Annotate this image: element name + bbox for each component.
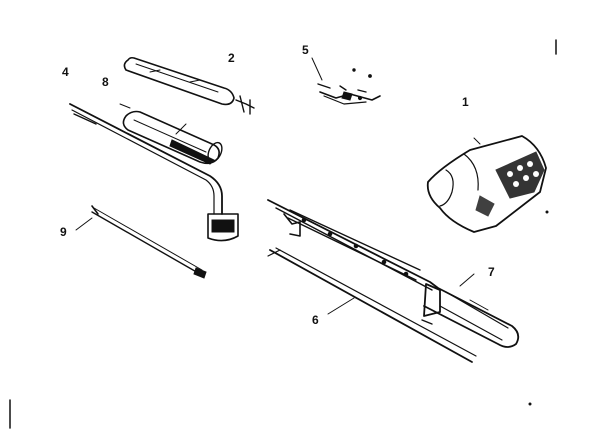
part-2-handle-sleeve [123, 56, 255, 115]
speck-bottom-right [528, 402, 532, 406]
callout-4: 4 [62, 65, 69, 79]
callout-2: 2 [228, 51, 235, 65]
part-5-hardware-cluster [311, 57, 381, 105]
callout-7: 7 [488, 265, 495, 279]
part-4-l-rod [69, 103, 239, 242]
part-7-handle-assembly [267, 199, 520, 348]
part-9-thin-rod [75, 205, 207, 279]
callout-8: 8 [102, 75, 109, 89]
callout-5: 5 [302, 43, 309, 57]
part-1-parts-pouch [426, 135, 547, 233]
callout-6: 6 [312, 313, 319, 327]
speck-right [545, 210, 549, 214]
part-6-long-rod [267, 247, 477, 363]
callout-1: 1 [462, 95, 469, 109]
callout-9: 9 [60, 225, 67, 239]
part-8-cylinder [119, 103, 223, 165]
